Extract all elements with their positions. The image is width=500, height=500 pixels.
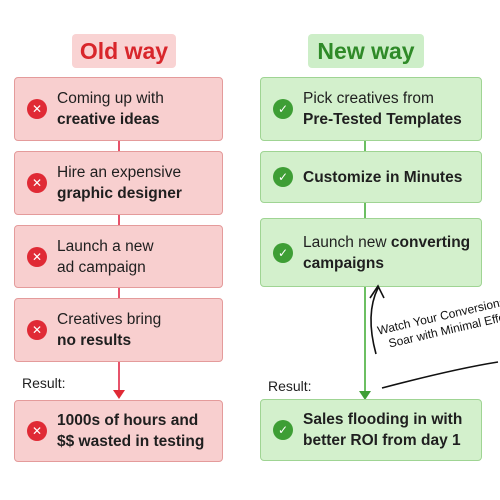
x-circle-icon: ✕ <box>27 320 47 340</box>
old-step-2-line1: Hire an expensive <box>57 164 182 181</box>
old-result-line1: 1000s of hours and <box>57 412 199 429</box>
new-result-line2: better ROI from day 1 <box>303 432 461 449</box>
old-step-4-line1: Creatives bring <box>57 311 162 328</box>
old-result-line2: $$ wasted in testing <box>57 433 205 450</box>
new-step-2-line1: Customize in Minutes <box>303 168 463 186</box>
old-step-1-line2: creative ideas <box>57 111 160 128</box>
new-result-line1: Sales flooding in with <box>303 411 463 428</box>
new-step-3-line1-b: converting <box>390 233 471 251</box>
new-step-1-line2: Pre-Tested Templates <box>303 111 462 128</box>
new-step-3-line1-a: Launch new <box>303 233 391 251</box>
check-circle-icon: ✓ <box>273 242 293 263</box>
old-step-3-line2: ad campaign <box>57 258 146 276</box>
x-circle-icon: ✕ <box>27 421 47 441</box>
check-circle-icon: ✓ <box>273 99 293 119</box>
new-way-arrowhead <box>359 391 371 400</box>
new-step-1-line1: Pick creatives from <box>303 90 434 107</box>
check-circle-icon: ✓ <box>273 420 293 440</box>
new-step-3-line2: campaigns <box>303 254 384 272</box>
old-step-3: ✕ Launch a new ad campaign <box>14 225 223 288</box>
annotation-underline <box>381 361 499 389</box>
x-circle-icon: ✕ <box>27 173 47 193</box>
curved-arrow <box>369 284 385 355</box>
old-step-3-line1: Launch a new <box>57 237 154 255</box>
x-circle-icon: ✕ <box>27 99 47 119</box>
new-way-header: New way <box>308 34 424 68</box>
old-step-4-line2: no results <box>57 332 132 349</box>
old-step-1: ✕ Coming up with creative ideas <box>14 77 223 141</box>
old-way-header: Old way <box>72 34 176 68</box>
old-way-arrowhead <box>113 390 125 399</box>
new-step-1: ✓ Pick creatives from Pre-Tested Templat… <box>260 77 482 141</box>
new-result-label: Result: <box>268 378 312 394</box>
old-step-4: ✕ Creatives bring no results <box>14 298 223 362</box>
old-step-2-line2: graphic designer <box>57 185 182 202</box>
old-result-label: Result: <box>22 375 66 391</box>
old-result-box: ✕ 1000s of hours and $$ wasted in testin… <box>14 400 223 462</box>
x-circle-icon: ✕ <box>27 246 47 267</box>
new-step-3: ✓ Launch new converting campaigns <box>260 218 482 287</box>
new-step-2: ✓ Customize in Minutes <box>260 151 482 203</box>
check-circle-icon: ✓ <box>273 167 293 187</box>
old-step-1-line1: Coming up with <box>57 90 164 107</box>
old-step-2: ✕ Hire an expensive graphic designer <box>14 151 223 215</box>
new-result-box: ✓ Sales flooding in with better ROI from… <box>260 399 482 461</box>
